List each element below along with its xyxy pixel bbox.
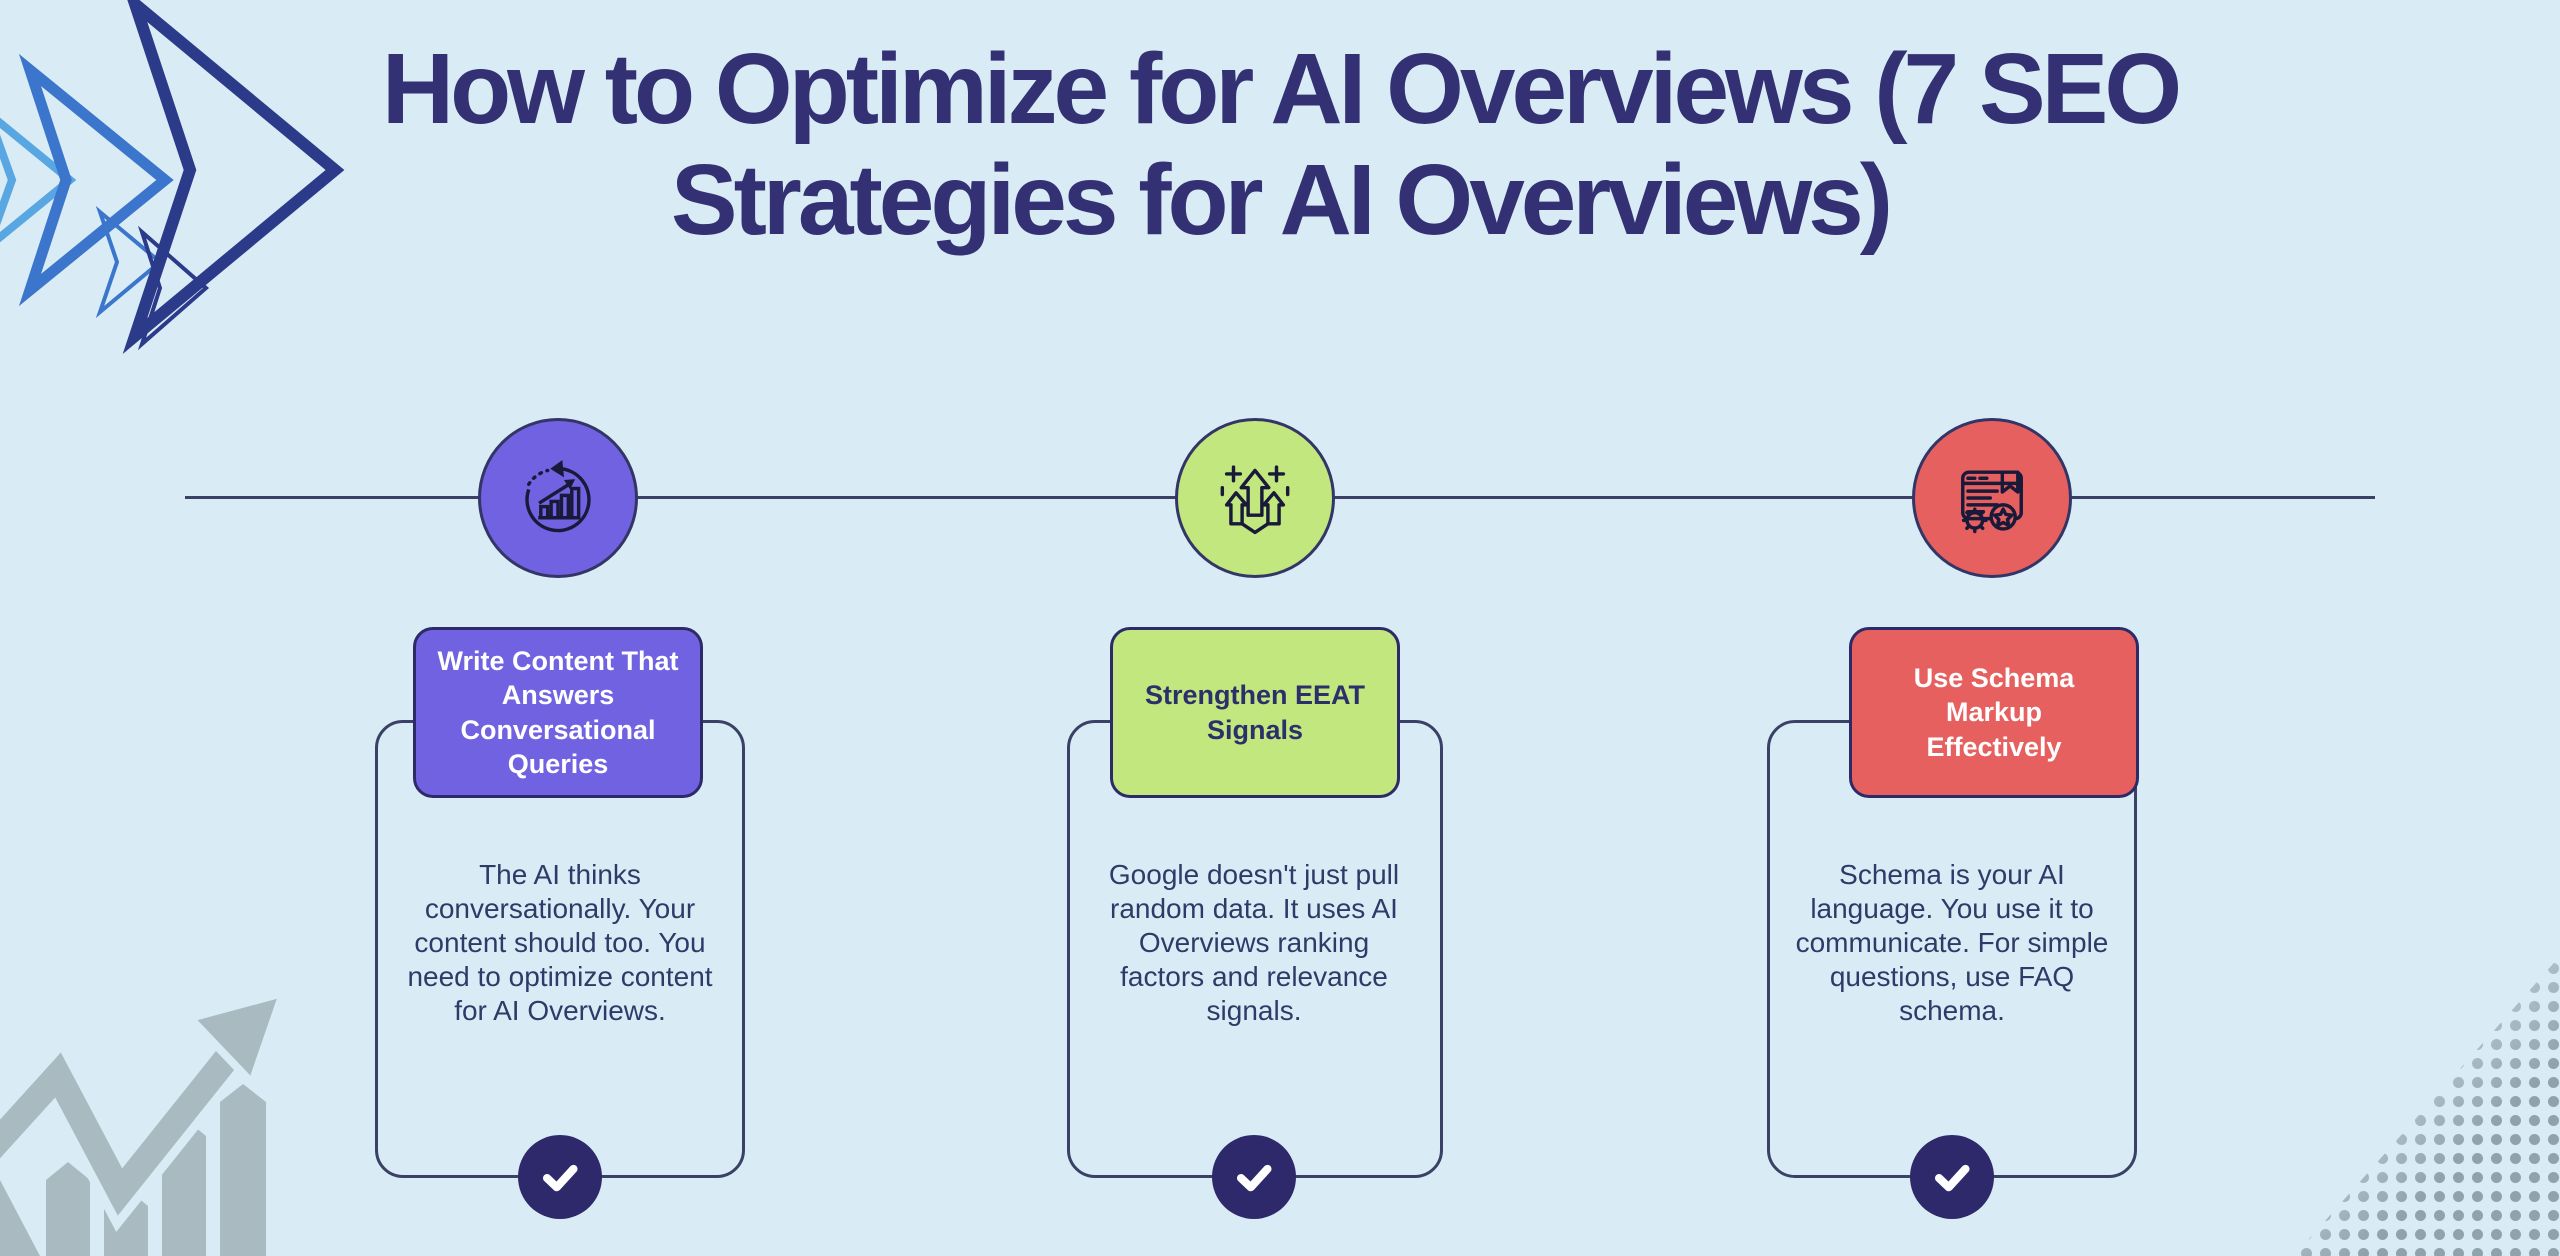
check-icon [542, 1164, 578, 1192]
growth-arrow-decoration [0, 987, 290, 1256]
step3-check-circle [1910, 1135, 1994, 1219]
step1-icon-circle [478, 418, 638, 578]
step2-icon-circle [1175, 418, 1335, 578]
step1-check-circle [518, 1135, 602, 1219]
step3-header: Use Schema Markup Effectively [1849, 627, 2139, 798]
chevron-blue-echo [95, 205, 164, 319]
check-icon [1236, 1164, 1272, 1192]
halftone-dots-decoration [2294, 956, 2560, 1256]
chevron-navy [122, 0, 345, 354]
eeat-signals-icon [1220, 465, 1290, 535]
page-title: How to Optimize for AI Overviews (7 SEO … [381, 33, 2182, 256]
growth-chart-icon [525, 460, 591, 533]
step1-header: Write Content That Answers Conversationa… [413, 627, 703, 798]
check-icon [1934, 1164, 1970, 1192]
step2-body: Google doesn't just pull random data. It… [1108, 859, 1400, 1026]
step3-body: Schema is your AI language. You use it t… [1795, 859, 2109, 1026]
step3-icon-circle [1912, 418, 2072, 578]
chevrons-decoration [0, 0, 345, 354]
step2-header: Strengthen EEAT Signals [1110, 627, 1400, 798]
chevron-navy-echo [137, 225, 210, 351]
step1-body: The AI thinks conversationally. Your con… [407, 859, 713, 1026]
step2-check-circle [1212, 1135, 1296, 1219]
chevron-light [0, 117, 77, 243]
schema-markup-icon [1961, 470, 2023, 534]
chevron-blue [18, 53, 174, 307]
